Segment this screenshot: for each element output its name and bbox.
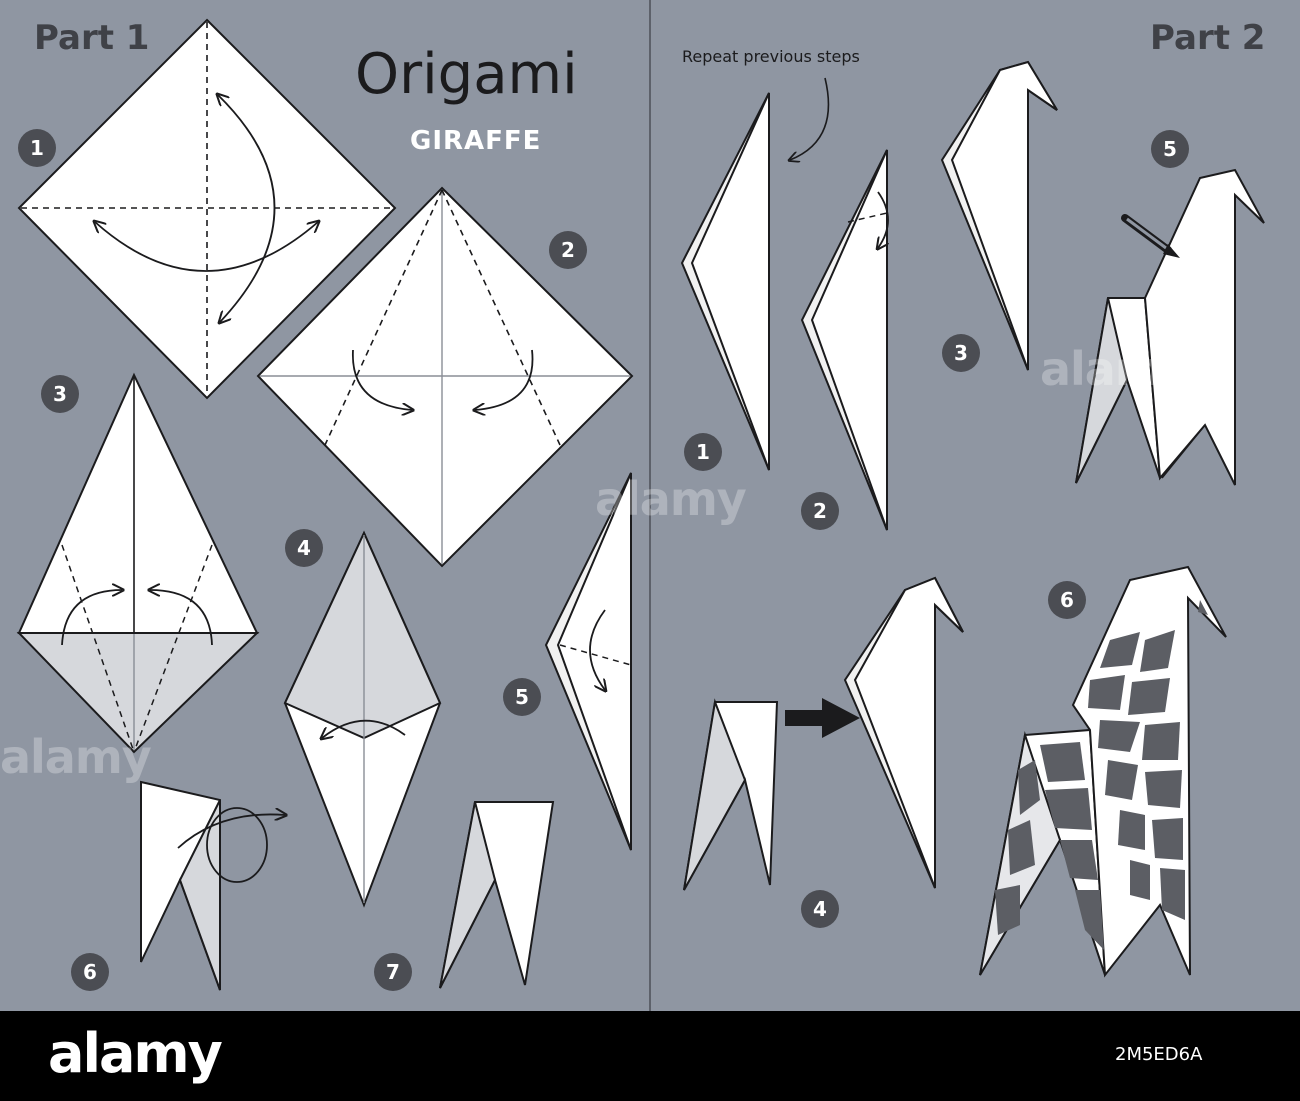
- p2-step5-diagram: [1075, 168, 1265, 486]
- p1-step-badge-1: 1: [18, 129, 56, 167]
- pencil-icon: [1121, 214, 1180, 258]
- p2-step1-diagram: [680, 92, 770, 471]
- p1-step-badge-5: 5: [503, 678, 541, 716]
- p1-step1-diagram: [17, 18, 397, 400]
- p2-step-badge-4: 4: [801, 890, 839, 928]
- origami-diagram: [16, 0, 1265, 1011]
- watermark-logo-left: alamy: [0, 730, 152, 784]
- watermark-logo: alamy: [48, 1022, 223, 1085]
- part1-label: Part 1: [34, 18, 150, 58]
- watermark-logo-center: alamy: [595, 472, 747, 526]
- repeat-note: Repeat previous steps: [682, 47, 860, 66]
- p1-step-badge-7: 7: [374, 953, 412, 991]
- p2-step-badge-6: 6: [1048, 581, 1086, 619]
- p2-step-badge-2: 2: [801, 492, 839, 530]
- p1-step5-diagram: [544, 472, 632, 851]
- page-title: Origami: [355, 42, 578, 107]
- p2-step-badge-1: 1: [684, 433, 722, 471]
- p1-step-badge-6: 6: [71, 953, 109, 991]
- p2-step-badge-3: 3: [942, 334, 980, 372]
- p2-step3-diagram: [940, 60, 1058, 371]
- p1-step3-diagram: [16, 372, 260, 754]
- p2-step2-diagram: [800, 149, 888, 531]
- p2-step6-diagram: [979, 565, 1227, 978]
- p1-step4-diagram: [283, 530, 442, 908]
- p1-step-badge-3: 3: [41, 375, 79, 413]
- part2-label: Part 2: [1150, 18, 1266, 58]
- page-subtitle: GIRAFFE: [410, 126, 542, 156]
- p1-step2-diagram: [256, 186, 634, 568]
- p1-step7-diagram: [439, 801, 555, 989]
- p1-step-badge-2: 2: [549, 231, 587, 269]
- watermark-bar: [0, 1011, 1300, 1101]
- arrow-right-icon: [785, 698, 860, 738]
- watermark-logo-right: alamy: [1040, 342, 1192, 396]
- p2-step4-diagram: [683, 576, 964, 891]
- p1-step6-diagram: [140, 780, 285, 991]
- watermark-image-id: 2M5ED6A: [1115, 1044, 1203, 1065]
- p2-note-arrow: [790, 77, 830, 160]
- p1-step-badge-4: 4: [285, 529, 323, 567]
- p2-step-badge-5: 5: [1151, 130, 1189, 168]
